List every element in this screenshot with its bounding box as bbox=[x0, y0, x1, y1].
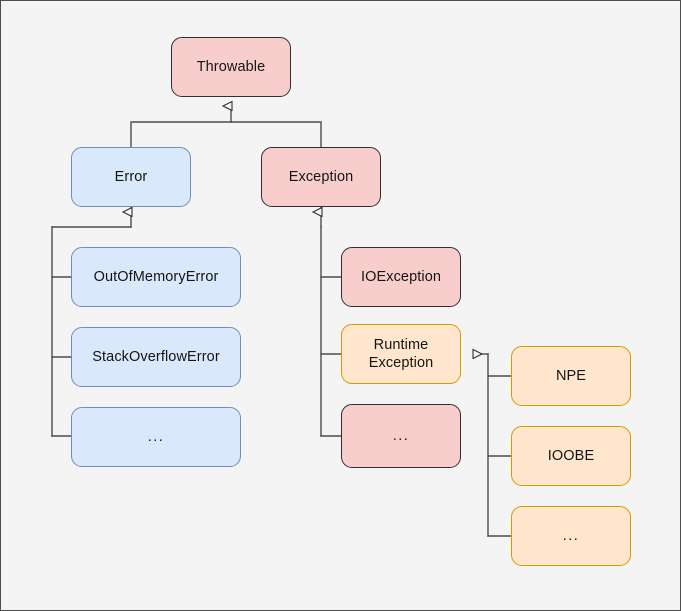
node-npe[interactable]: NPE bbox=[511, 346, 631, 406]
node-error[interactable]: Error bbox=[71, 147, 191, 207]
node-exception-more[interactable]: ... bbox=[341, 404, 461, 468]
node-runtime-exception[interactable]: Runtime Exception bbox=[341, 324, 461, 384]
node-out-of-memory-error[interactable]: OutOfMemoryError bbox=[71, 247, 241, 307]
edge-runtime-children-bus bbox=[487, 353, 512, 537]
node-ioobe[interactable]: IOOBE bbox=[511, 426, 631, 486]
edge-exception-children-bus bbox=[320, 226, 342, 437]
node-throwable[interactable]: Throwable bbox=[171, 37, 291, 97]
node-io-exception[interactable]: IOException bbox=[341, 247, 461, 307]
node-exception[interactable]: Exception bbox=[261, 147, 381, 207]
node-error-more[interactable]: ... bbox=[71, 407, 241, 467]
node-runtime-more[interactable]: ... bbox=[511, 506, 631, 566]
node-stack-overflow-error[interactable]: StackOverflowError bbox=[71, 327, 241, 387]
